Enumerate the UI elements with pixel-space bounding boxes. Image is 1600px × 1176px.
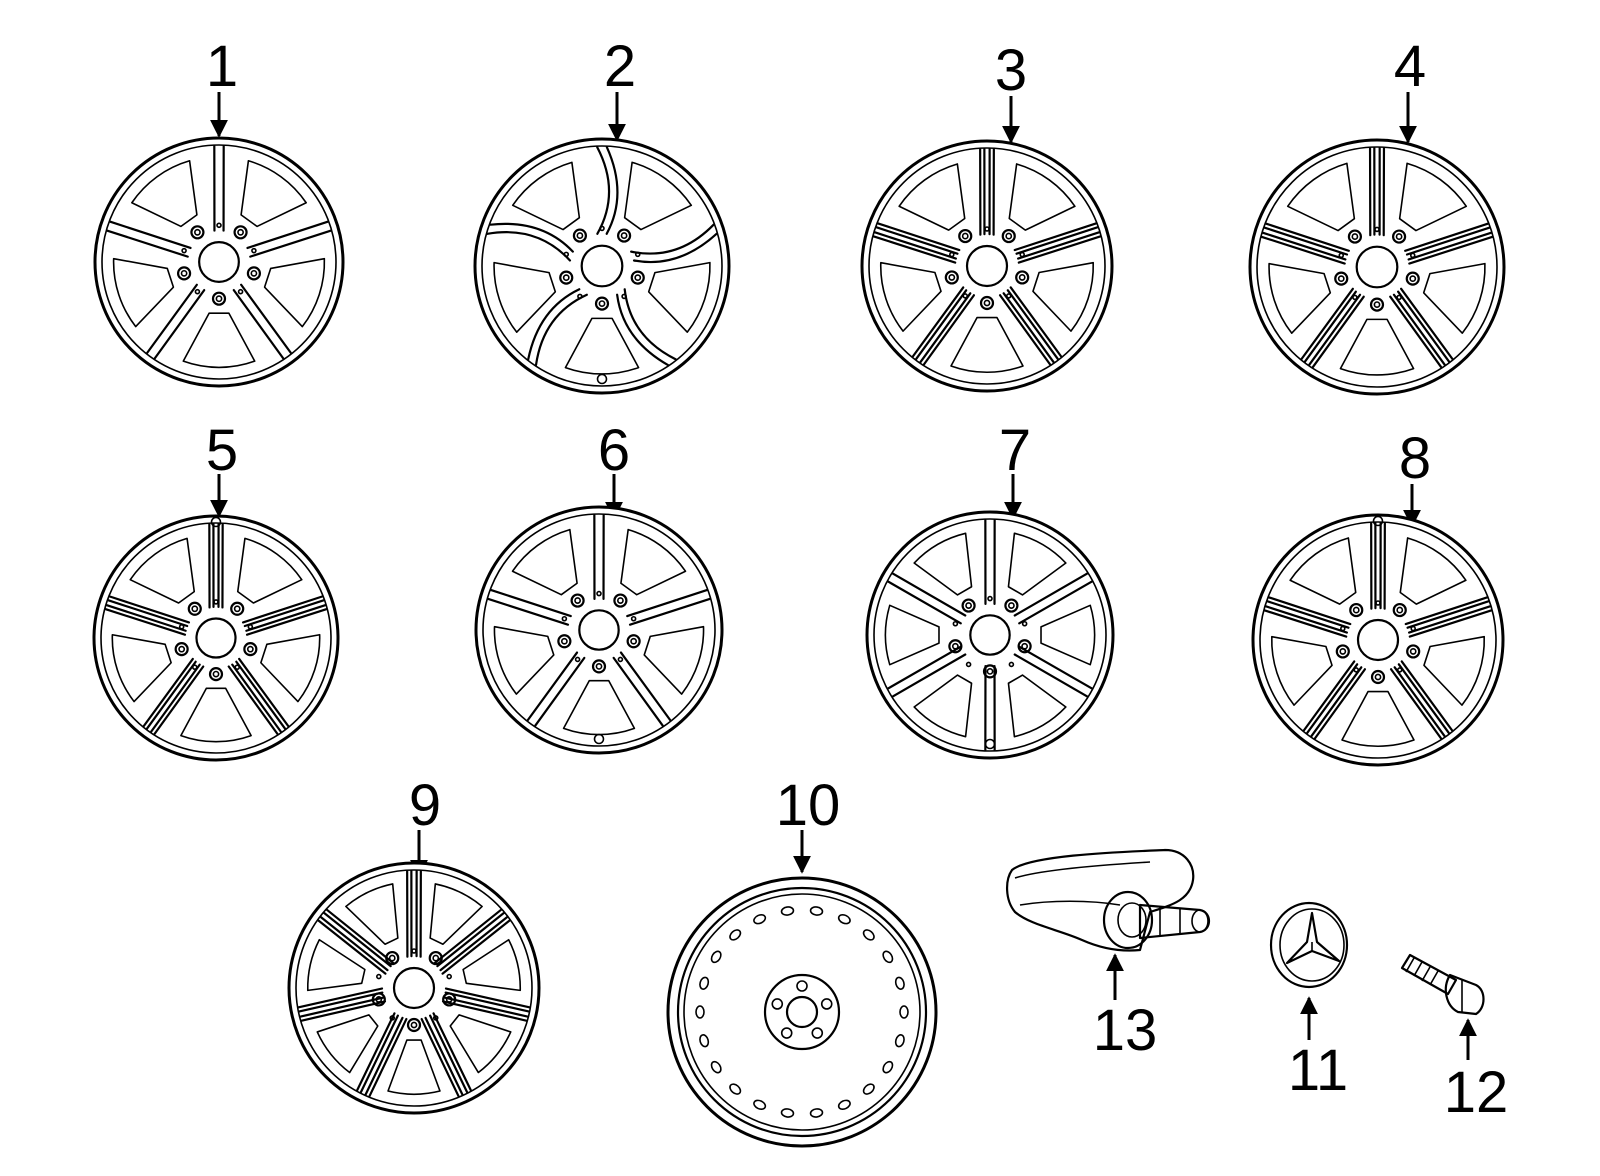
- callout-9: 9: [409, 773, 441, 838]
- callout-11: 11: [1288, 1038, 1348, 1103]
- wheel-4: [1248, 138, 1506, 396]
- callout-12: 12: [1444, 1060, 1509, 1125]
- callout-13: 13: [1093, 998, 1158, 1063]
- spare-steel-wheel: [666, 876, 938, 1148]
- wheel-2: [473, 137, 731, 395]
- lug-bolt: [1400, 953, 1485, 1016]
- wheel-6: [474, 505, 724, 755]
- callout-4: 4: [1394, 34, 1426, 99]
- wheel-3: [860, 139, 1114, 393]
- callout-5: 5: [206, 418, 238, 483]
- center-cap-star: [1269, 901, 1349, 989]
- callout-10: 10: [776, 773, 841, 838]
- callout-2: 2: [604, 34, 636, 99]
- callout-1: 1: [206, 34, 238, 99]
- callout-6: 6: [598, 418, 630, 483]
- tpms-sensor: [1006, 848, 1211, 952]
- wheel-8: [1251, 513, 1505, 767]
- wheel-7: [865, 510, 1115, 760]
- callout-3: 3: [995, 38, 1027, 103]
- wheel-5: [92, 514, 340, 762]
- wheel-9: [287, 861, 541, 1115]
- wheel-1: [93, 136, 345, 388]
- callout-arrows: [210, 92, 1477, 1060]
- wheels-group: [92, 136, 1506, 1115]
- callout-7: 7: [999, 418, 1031, 483]
- callout-8: 8: [1399, 426, 1431, 491]
